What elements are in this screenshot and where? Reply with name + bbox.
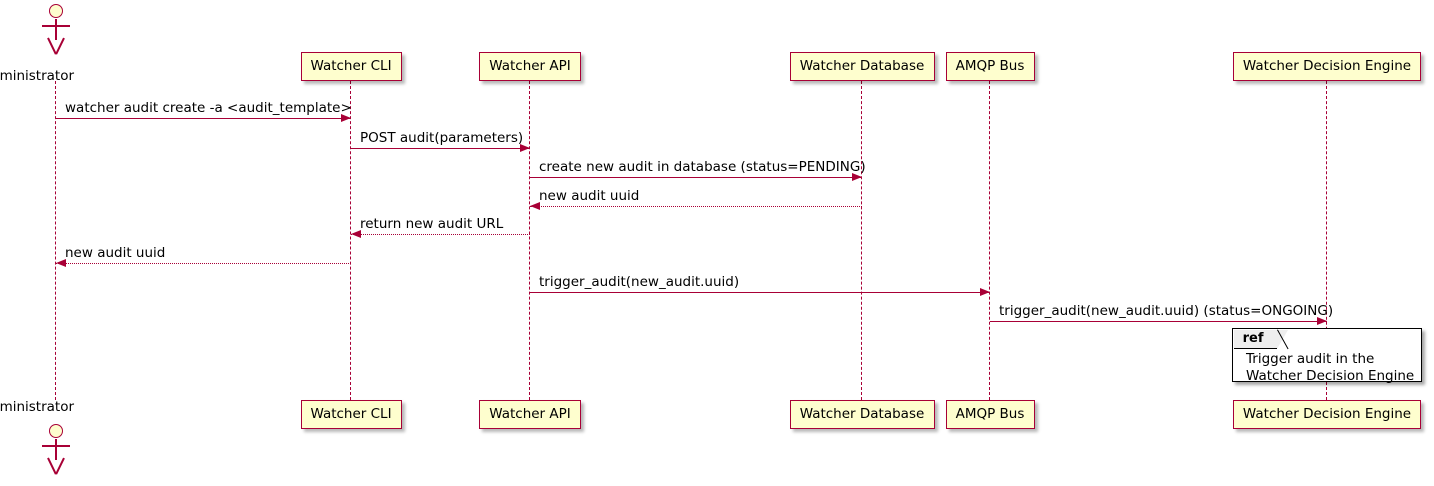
message-label-2: POST audit(parameters) [360,130,524,146]
message-label-3: create new audit in database (status=PEN… [539,159,866,175]
participant-box-amqp-bus-bottom[interactable]: AMQP Bus [945,400,1035,429]
actor-figure-administrator [38,424,74,478]
actor-body-icon [55,19,57,40]
message-label-4: new audit uuid [539,188,640,204]
message-arrowhead-6 [56,259,66,267]
message-arrowhead-8 [1317,317,1327,325]
participant-box-watcher-decision-engine-bottom[interactable]: Watcher Decision Engine [1233,400,1421,429]
participant-box-watcher-decision-engine-top[interactable]: Watcher Decision Engine [1233,52,1421,81]
lifeline-watcher-cli [350,81,352,400]
message-line-3 [530,177,862,178]
actor-figure-administrator [38,4,74,58]
message-arrowhead-4 [530,202,540,210]
message-arrowhead-2 [520,144,530,152]
message-label-5: return new audit URL [360,216,504,232]
message-line-8 [990,321,1327,322]
message-label-8: trigger_audit(new_audit.uuid) (status=ON… [999,303,1334,319]
participant-box-watcher-cli-top[interactable]: Watcher CLI [300,52,402,81]
ref-fragment-line-2: Watcher Decision Engine [1246,368,1415,384]
message-label-7: trigger_audit(new_audit.uuid) [539,274,740,290]
actor-head-icon [49,424,63,438]
participant-box-amqp-bus-top[interactable]: AMQP Bus [945,52,1035,81]
actor-head-icon [49,4,63,18]
message-line-5 [351,234,530,235]
lifeline-watcher-decision-engine [1326,81,1328,400]
participant-box-watcher-database-top[interactable]: Watcher Database [789,52,935,81]
participant-box-watcher-database-bottom[interactable]: Watcher Database [789,400,935,429]
participant-box-watcher-cli-bottom[interactable]: Watcher CLI [300,400,402,429]
lifeline-amqp-bus [989,81,991,400]
ref-fragment-tab-corner-icon [1276,329,1288,349]
message-line-2 [351,148,530,149]
lifeline-watcher-database [861,81,863,400]
lifeline-watcher-api [529,81,531,400]
message-arrowhead-1 [341,114,351,122]
actor-leg-right-icon [55,37,65,55]
ref-fragment-line-1: Trigger audit in the [1246,351,1375,367]
participant-label-administrator: Administrator [0,399,75,415]
message-line-6 [56,263,351,264]
message-label-1: watcher audit create -a <audit_template> [65,100,352,116]
message-arrowhead-3 [852,173,862,181]
message-line-7 [530,292,990,293]
participant-box-watcher-api-top[interactable]: Watcher API [479,52,581,81]
actor-leg-right-icon [55,457,65,475]
message-arrowhead-7 [980,288,990,296]
actor-body-icon [55,439,57,460]
lifeline-administrator [55,81,57,400]
message-label-6: new audit uuid [65,245,166,261]
participant-box-watcher-api-bottom[interactable]: Watcher API [479,400,581,429]
participant-label-administrator: Administrator [0,68,75,84]
message-line-1 [56,118,351,119]
ref-fragment-tab-label: ref [1233,329,1277,349]
message-arrowhead-5 [351,230,361,238]
message-line-4 [530,206,862,207]
